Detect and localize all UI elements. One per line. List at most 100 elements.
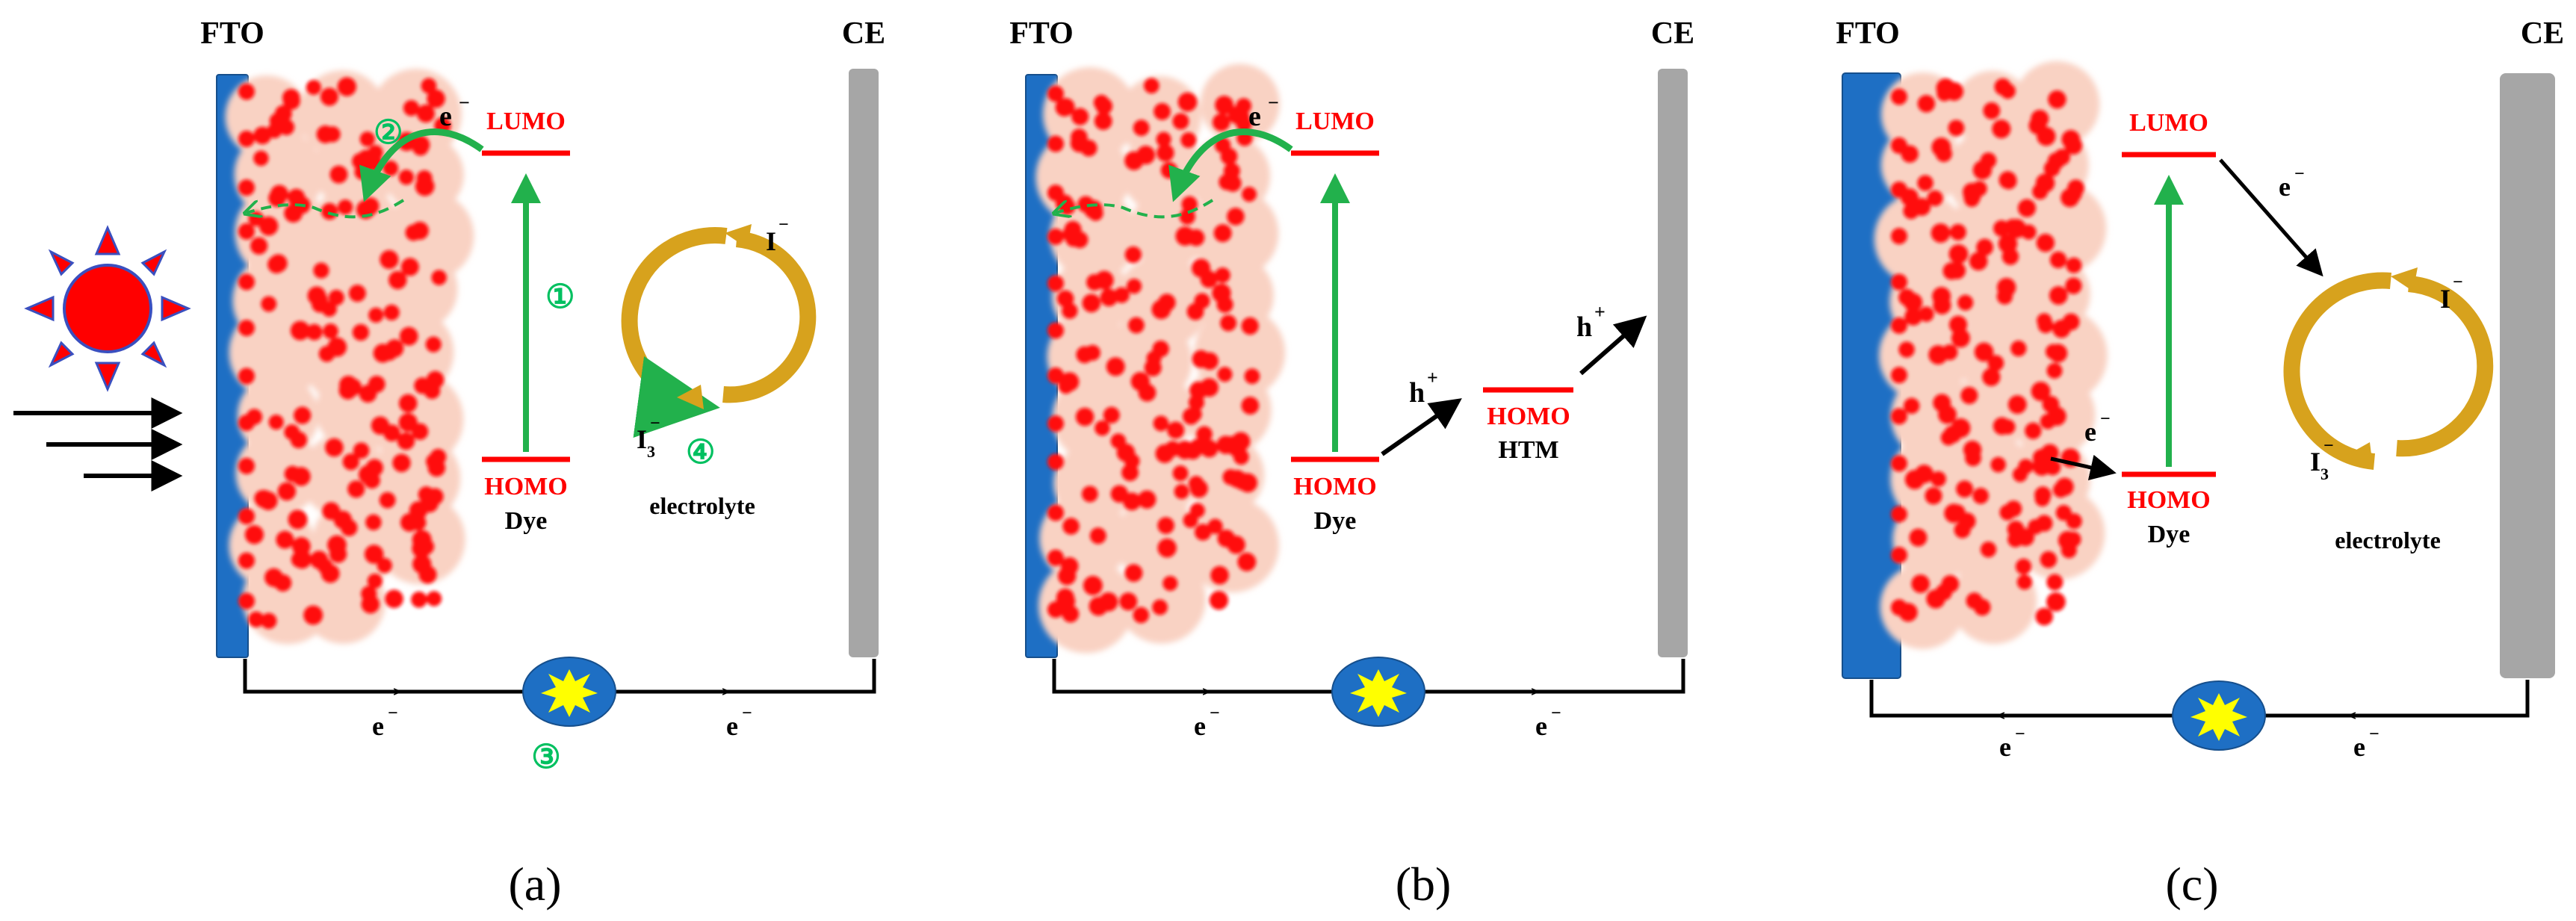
electrolyte-label: electrolyte xyxy=(649,492,755,519)
circuit-electron-label: e − xyxy=(1194,704,1220,741)
electron-label: e − xyxy=(439,92,470,132)
svg-text:−: − xyxy=(388,704,398,723)
counter-electrode xyxy=(1658,69,1688,657)
svg-text:−: − xyxy=(2323,436,2334,456)
svg-text:−: − xyxy=(1210,704,1220,723)
circuit-electron-label: e − xyxy=(1999,725,2025,762)
lumo-label: LUMO xyxy=(486,108,566,135)
svg-text:e: e xyxy=(1194,711,1206,741)
svg-text:+: + xyxy=(1427,367,1438,388)
sun-icon xyxy=(24,225,191,392)
tio2-dye-layer xyxy=(225,68,474,645)
counter-electrode xyxy=(2500,73,2555,678)
svg-text:h: h xyxy=(1576,311,1592,343)
svg-text:I: I xyxy=(2310,447,2320,477)
load-icon xyxy=(522,657,616,727)
recombination-arrow xyxy=(247,199,405,217)
hole-label: h + xyxy=(1409,367,1438,409)
load-icon xyxy=(2172,680,2266,751)
svg-text:−: − xyxy=(742,704,752,723)
svg-text:e: e xyxy=(2353,732,2365,762)
svg-text:−: − xyxy=(1268,92,1279,114)
panel-caption: (a) xyxy=(508,858,561,911)
htm-label: HTM xyxy=(1498,436,1558,464)
svg-text:−: − xyxy=(650,414,660,433)
svg-text:3: 3 xyxy=(647,442,655,461)
svg-text:e: e xyxy=(439,101,452,132)
circuit-electron-label: e − xyxy=(2353,725,2380,762)
svg-text:−: − xyxy=(459,92,470,114)
dye-label: Dye xyxy=(505,507,548,535)
svg-text:+: + xyxy=(1594,301,1606,323)
svg-text:e: e xyxy=(372,711,384,741)
step-4-label: ④ xyxy=(686,434,715,471)
step-3-label: ③ xyxy=(531,739,560,775)
panel-caption: (c) xyxy=(2165,858,2218,911)
ce-label: CE xyxy=(1651,16,1694,51)
panel-caption: (b) xyxy=(1396,858,1452,911)
light-arrow-icon xyxy=(13,397,183,491)
injection-arrow xyxy=(1168,128,1293,202)
svg-text:e: e xyxy=(1535,711,1547,741)
homo-label: HOMO xyxy=(1293,473,1376,500)
redox-cycle-icon xyxy=(621,224,817,438)
svg-text:e: e xyxy=(1999,732,2011,762)
hole-transfer-arrow xyxy=(1579,315,1647,376)
lumo-label: LUMO xyxy=(2129,109,2208,137)
redox-cycle-icon xyxy=(2283,267,2494,470)
iodide-label: I − xyxy=(2440,273,2463,314)
homo-label: HOMO xyxy=(484,473,567,500)
svg-text:−: − xyxy=(2369,725,2380,744)
triiodide-label: I 3 − xyxy=(2310,436,2334,483)
triiodide-label: I 3 − xyxy=(637,414,660,461)
svg-text:−: − xyxy=(2453,273,2463,292)
circuit-electron-label: e − xyxy=(726,704,752,741)
svg-text:I: I xyxy=(766,226,776,256)
electron-label: e − xyxy=(1248,92,1279,132)
electron-transfer-arrow xyxy=(2219,158,2323,277)
recombination-arrow xyxy=(1056,199,1214,217)
fto-label: FTO xyxy=(1009,16,1074,51)
panel-b: FTO CE LUMO HOMO Dye e − h + HOMO HTM h … xyxy=(1009,16,1694,911)
homo-label: HOMO xyxy=(2127,486,2210,514)
svg-text:e: e xyxy=(1248,101,1261,132)
step-2-label: ② xyxy=(374,114,403,151)
hole-label: h + xyxy=(1576,301,1606,343)
tio2-dye-layer xyxy=(1874,61,2108,649)
svg-text:I: I xyxy=(637,424,647,454)
ce-label: CE xyxy=(842,16,885,51)
svg-text:e: e xyxy=(2279,172,2291,202)
fto-label: FTO xyxy=(1836,16,1900,51)
svg-text:h: h xyxy=(1409,377,1425,409)
counter-electrode xyxy=(849,69,879,657)
hole-transfer-arrow xyxy=(1381,398,1462,456)
tio2-dye-layer xyxy=(1035,63,1286,654)
svg-text:e: e xyxy=(726,711,738,741)
dye-label: Dye xyxy=(1314,507,1357,535)
svg-text:I: I xyxy=(2440,284,2450,314)
dye-label: Dye xyxy=(2148,521,2190,548)
panel-a: FTO CE LUMO HOMO Dye e − I − I xyxy=(13,16,885,911)
svg-text:−: − xyxy=(2015,725,2025,744)
hole-injection-arrow xyxy=(2050,454,2117,481)
injection-arrow xyxy=(359,128,484,202)
lumo-label: LUMO xyxy=(1295,108,1375,135)
iodide-label: I − xyxy=(766,215,789,256)
circuit-electron-label: e − xyxy=(372,704,398,741)
step-1-label: ① xyxy=(545,279,575,315)
svg-text:−: − xyxy=(778,215,789,235)
panel-c: FTO CE LUMO HOMO Dye e − e − I − xyxy=(1836,16,2564,911)
svg-text:−: − xyxy=(2294,164,2305,184)
electron-label: e − xyxy=(2279,164,2305,202)
load-icon xyxy=(1331,657,1425,727)
circuit-electron-label: e − xyxy=(1535,704,1561,741)
svg-text:−: − xyxy=(2100,409,2111,429)
fto-label: FTO xyxy=(200,16,264,51)
svg-text:e: e xyxy=(2084,417,2096,447)
electrolyte-label: electrolyte xyxy=(2335,527,2441,553)
htm-homo-label: HOMO xyxy=(1487,403,1570,430)
svg-text:−: − xyxy=(1551,704,1561,723)
ce-label: CE xyxy=(2521,16,2564,51)
svg-text:3: 3 xyxy=(2320,465,2329,483)
